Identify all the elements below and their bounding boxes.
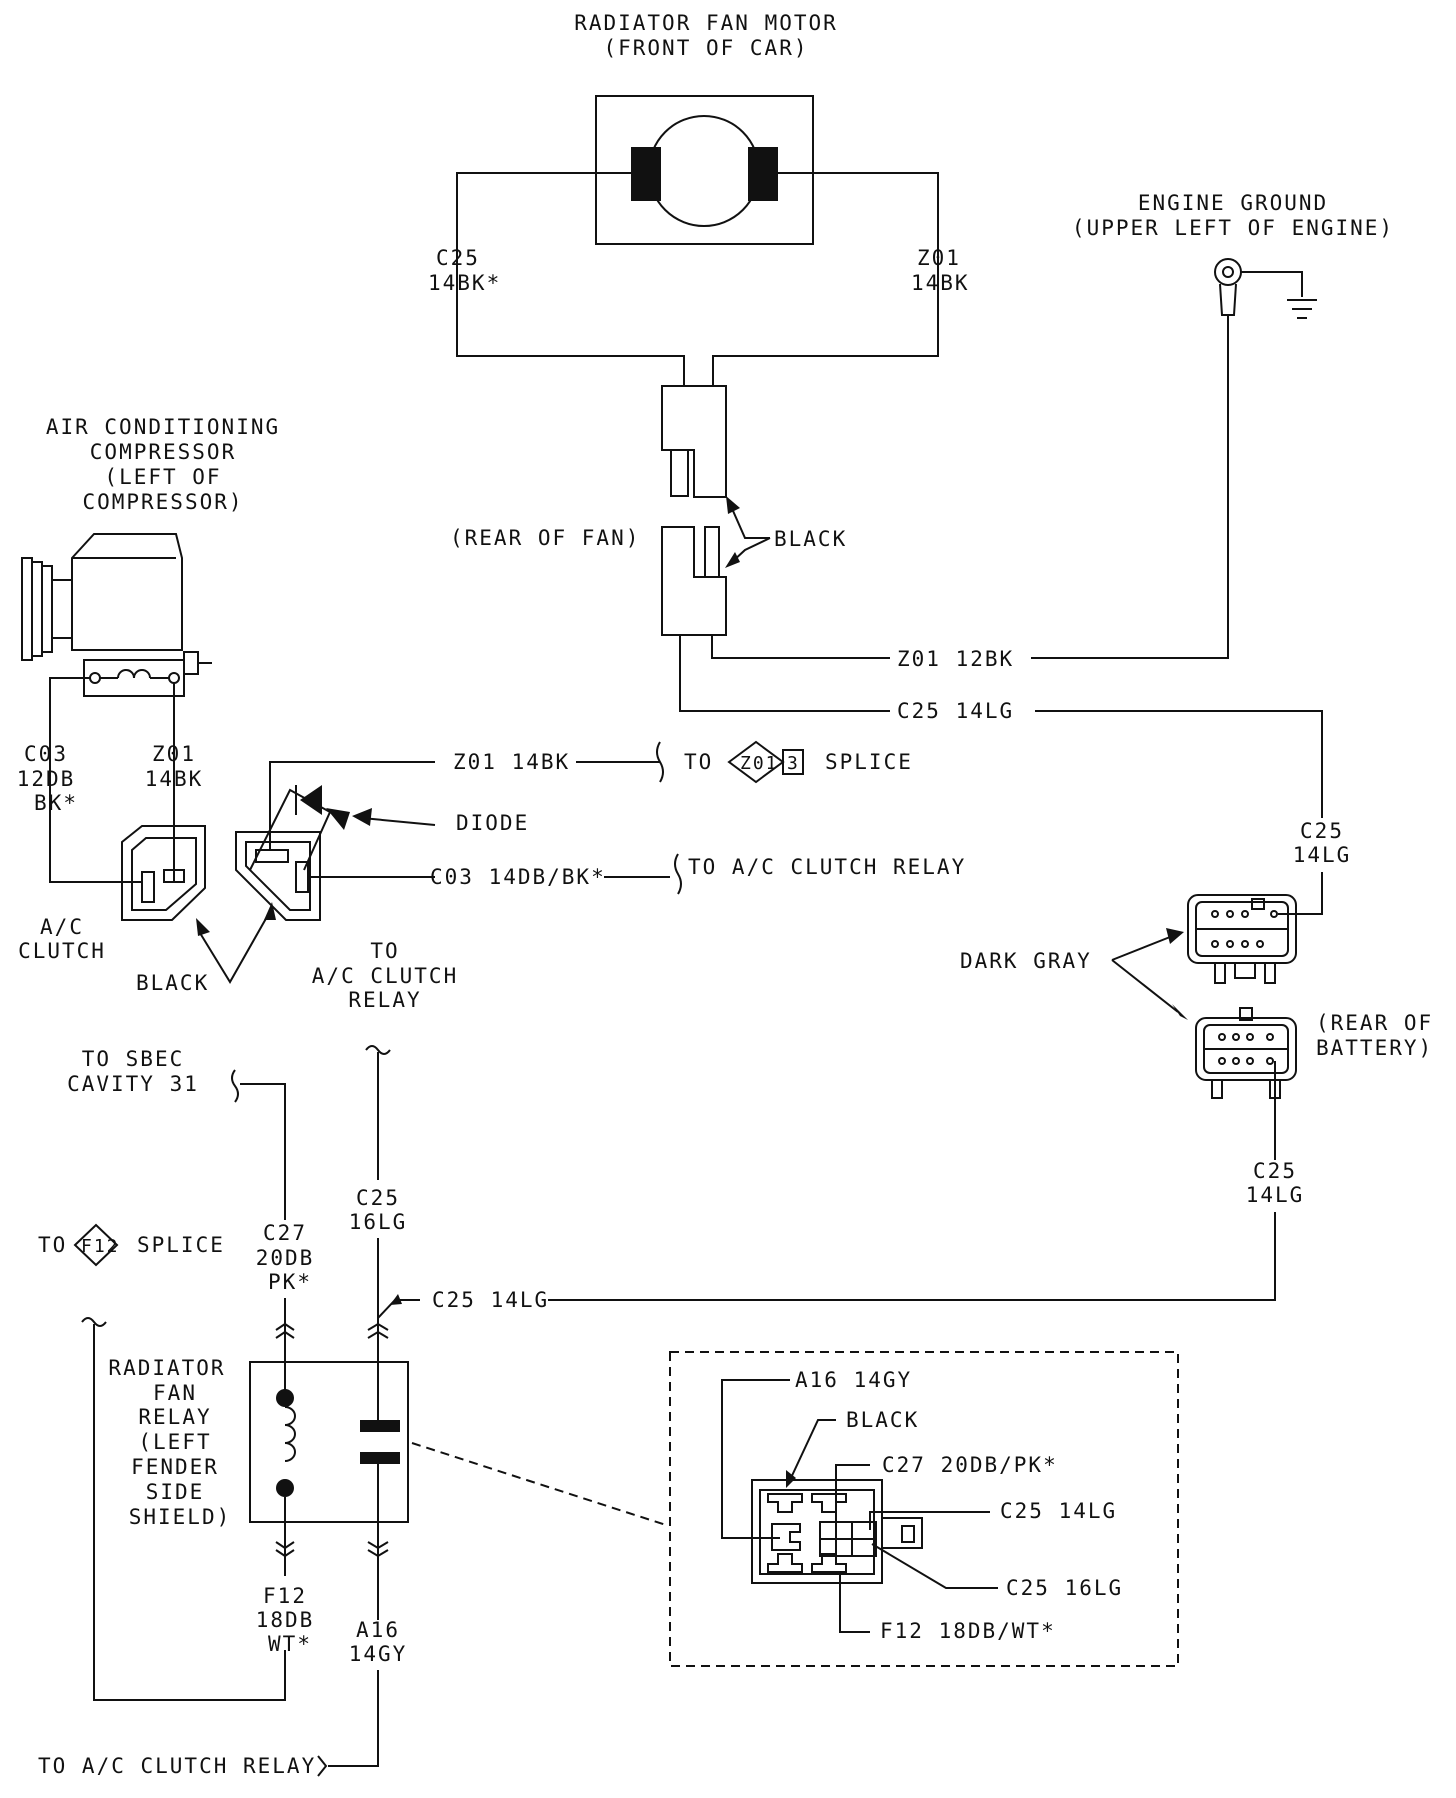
wire-label-c03-bk: BK*: [34, 791, 78, 815]
wire-label-c25-16lg: C25: [356, 1186, 400, 1210]
ac-compressor: AIR CONDITIONING COMPRESSOR (LEFT OF COM…: [21, 415, 280, 883]
to-f12-splice-to: TO: [38, 1233, 67, 1257]
wire-label-z01-14bk: Z01 14BK: [453, 750, 570, 774]
ac-clutch-label-1: A/C: [40, 915, 84, 939]
detail-c25-16lg: C25 16LG: [1006, 1576, 1123, 1600]
to-sbec-1: TO SBEC: [82, 1047, 185, 1071]
wire-label-f12: F12: [263, 1584, 307, 1608]
fan-motor-subtitle: (FRONT OF CAR): [603, 36, 808, 60]
ac-compressor-title-2: COMPRESSOR: [90, 440, 236, 464]
engine-ground-subtitle: (UPPER LEFT OF ENGINE): [1072, 216, 1394, 240]
radiator-fan-motor: RADIATOR FAN MOTOR (FRONT OF CAR): [456, 11, 939, 386]
to-ac-clutch-relay-1: TO A/C CLUTCH RELAY: [688, 855, 966, 879]
detail-c27-20db-pk: C27 20DB/PK*: [882, 1453, 1058, 1477]
relay-label-2: FAN: [153, 1381, 197, 1405]
wire-label-c27-pk: PK*: [268, 1270, 312, 1294]
detail-a16-14gy: A16 14GY: [795, 1368, 912, 1392]
ac-clutch-label-2: CLUTCH: [18, 939, 106, 963]
wire-label-c03-14db-bk: C03 14DB/BK*: [430, 865, 606, 889]
wire-label-c25-14lg: C25 14LG: [897, 699, 1014, 723]
z01-splice-number: 3: [787, 753, 800, 774]
ac-compressor-title-4: COMPRESSOR): [82, 490, 243, 514]
wire-label-c25-right: C25: [1300, 819, 1344, 843]
wire-label-f12-18db: 18DB: [256, 1608, 315, 1632]
rear-of-battery-2: BATTERY): [1316, 1036, 1433, 1060]
ac-compressor-title-1: AIR CONDITIONING: [46, 415, 280, 439]
wire-label-z01-comp: Z01: [152, 742, 196, 766]
relay-label-6: SIDE: [146, 1480, 205, 1504]
to-sbec-2: CAVITY 31: [67, 1072, 199, 1096]
fan-motor-title: RADIATOR FAN MOTOR: [574, 11, 838, 35]
to-relay-label-2: A/C CLUTCH: [312, 964, 458, 988]
dark-gray-connector-lower: [1195, 1007, 1297, 1099]
relay-label-5: FENDER: [131, 1455, 219, 1479]
wire-label-z01-14bk: 14BK: [911, 271, 970, 295]
wire-label-z01-12bk: Z01 12BK: [897, 647, 1014, 671]
wire-label-a16: A16: [356, 1618, 400, 1642]
wire-label-c27-20db: 20DB: [256, 1246, 315, 1270]
diode-label: DIODE: [456, 811, 529, 835]
relay-label-1: RADIATOR: [108, 1356, 225, 1380]
f12-splice-tag: F12: [81, 1236, 120, 1257]
detail-f12-18db-wt: F12 18DB/WT*: [880, 1619, 1056, 1643]
relay-label-3: RELAY: [138, 1405, 211, 1429]
radiator-fan-relay: [249, 1361, 409, 1523]
ac-clutch-connector: [121, 825, 206, 921]
to-relay-label-1: TO: [370, 939, 399, 963]
engine-ground-title: ENGINE GROUND: [1138, 191, 1328, 215]
relay-label-7: SHIELD): [129, 1505, 232, 1529]
to-ac-clutch-relay-bottom: TO A/C CLUTCH RELAY: [38, 1754, 316, 1778]
relay-label-4: (LEFT: [138, 1430, 211, 1454]
dark-gray-label: DARK GRAY: [960, 949, 1092, 973]
to-relay-label-3: RELAY: [348, 988, 421, 1012]
to-z01-splice-to: TO: [684, 750, 713, 774]
f12-splice-word: SPLICE: [137, 1233, 225, 1257]
engine-ground: ENGINE GROUND (UPPER LEFT OF ENGINE): [1031, 191, 1394, 659]
wire-label-a16-14gy: 14GY: [349, 1642, 408, 1666]
wire-label-z01: Z01: [917, 246, 961, 270]
dark-gray-connector-upper: [1187, 894, 1297, 984]
z01-splice-word: SPLICE: [825, 750, 913, 774]
wire-label-c25-right-14lg: 14LG: [1293, 843, 1352, 867]
wire-label-c25-lower-14lg: 14LG: [1246, 1183, 1305, 1207]
rear-of-battery-1: (REAR OF: [1316, 1011, 1433, 1035]
ac-compressor-title-3: (LEFT OF: [104, 465, 221, 489]
wire-label-c25-14lg-bottom: C25 14LG: [432, 1288, 549, 1312]
connector-color-black: BLACK: [774, 527, 847, 551]
wire-label-z01-comp-14bk: 14BK: [145, 767, 204, 791]
wire-label-c27: C27: [263, 1221, 307, 1245]
detail-black: BLACK: [846, 1408, 919, 1432]
z01-splice-tag: Z01: [740, 753, 779, 774]
wire-label-c25-16lg-2: 16LG: [349, 1210, 408, 1234]
rear-of-fan-label: (REAR OF FAN): [450, 526, 640, 550]
wire-label-c03-12db: 12DB: [17, 767, 76, 791]
wire-label-c25-lower: C25: [1253, 1159, 1297, 1183]
connector-color-black-clutch: BLACK: [136, 971, 209, 995]
fan-connector: [661, 385, 771, 636]
wire-label-c03: C03: [24, 742, 68, 766]
wire-label-c25-14bk: 14BK*: [428, 271, 501, 295]
detail-c25-14lg: C25 14LG: [1000, 1499, 1117, 1523]
diode-connector: [235, 761, 435, 921]
wire-label-f12-wt: WT*: [268, 1632, 312, 1656]
wire-label-c25: C25: [436, 246, 480, 270]
